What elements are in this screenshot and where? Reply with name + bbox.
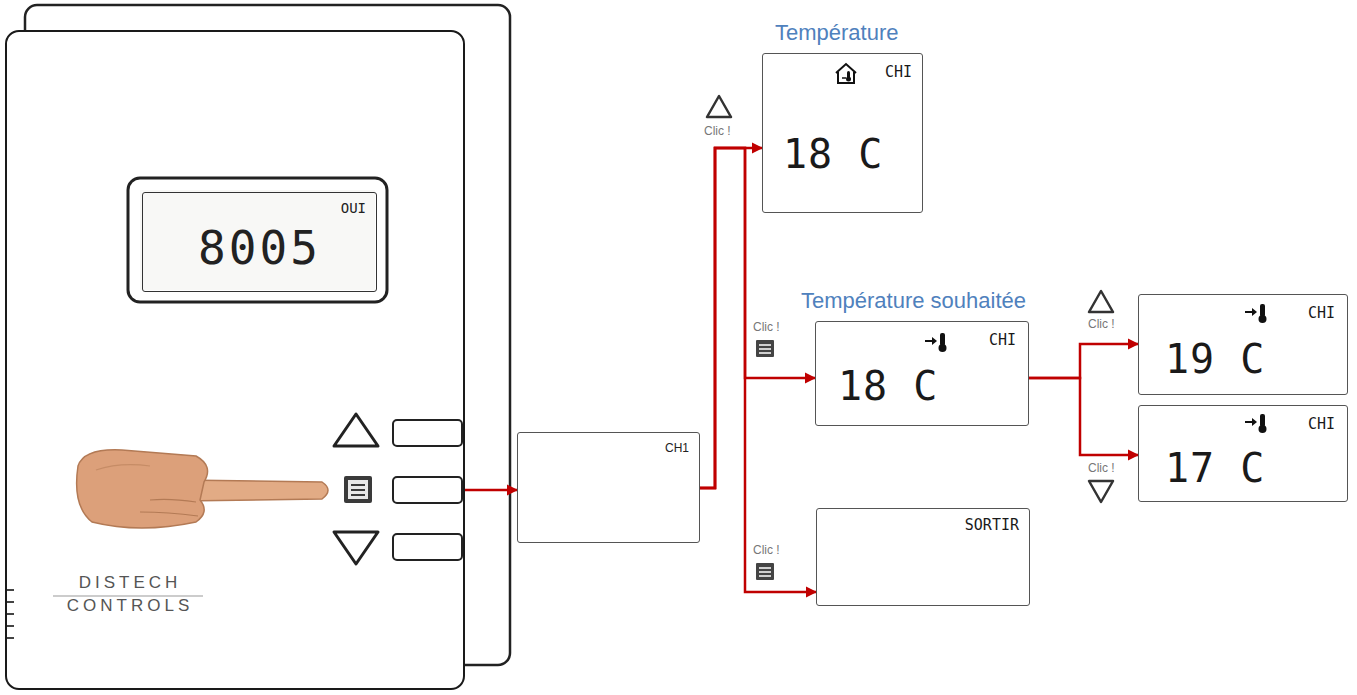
panel-heading: Température souhaitée (801, 288, 1026, 314)
display-panel: CHI 19 C (1138, 294, 1348, 395)
setpoint-icon (925, 333, 947, 352)
lcd-value: 8005 (198, 223, 321, 274)
menu-label: SORTIR (965, 517, 1019, 534)
setpoint-icon (1259, 425, 1267, 433)
hand (150, 499, 196, 502)
menu-symbol (348, 480, 368, 499)
menu-click-icon (756, 563, 774, 580)
menu-click-icon (759, 344, 771, 346)
setpoint-icon (932, 337, 937, 345)
down-click-icon (1089, 481, 1113, 502)
lcd-bezel (128, 178, 387, 302)
brand-logo: DISTECH CONTROLS (55, 572, 205, 618)
flow-arrow (700, 148, 762, 488)
up-click-icon (707, 96, 731, 117)
channel-label: CHI (1308, 305, 1335, 322)
lcd-glass (140, 190, 375, 290)
display-panel: CHI 17 C (1138, 405, 1348, 502)
up-click-icon (1089, 291, 1113, 312)
setpoint-icon (1252, 308, 1257, 316)
vent-slot (7, 613, 14, 615)
edge-label: Clic ! (1087, 318, 1116, 332)
panel-heading: Température (775, 20, 899, 46)
flow-arrow (700, 148, 815, 488)
down-button (393, 534, 462, 560)
temperature-value: 18 C (838, 364, 938, 408)
room-temperature-icon (846, 77, 851, 82)
edge-label: Clic ! (752, 321, 781, 335)
edge-label: Clic ! (752, 544, 781, 558)
channel-label: CHI (989, 332, 1016, 349)
display-panel: Température souhaitéeCHI18 C (815, 321, 1029, 426)
channel-label: CH1 (665, 441, 689, 455)
setpoint-icon (1245, 414, 1267, 433)
hand (77, 450, 208, 528)
room-temperature-icon (836, 64, 856, 83)
menu-click-icon (759, 348, 771, 350)
lcd-status: OUI (341, 201, 366, 216)
menu-symbol (351, 489, 365, 491)
flow-arrow (465, 489, 517, 492)
room-temperature-icon (838, 72, 854, 83)
room-temperature-icon (842, 77, 846, 79)
vent-slot (7, 601, 14, 603)
temperature-value: 17 C (1165, 446, 1265, 490)
up-button (393, 420, 462, 446)
thermostat-housing: DISTECH CONTROLS OUI 8005 (5, 30, 465, 690)
down-arrow-symbol (334, 532, 378, 564)
menu-button (393, 477, 462, 503)
menu-symbol (351, 494, 365, 496)
vent-slot (7, 625, 14, 627)
menu-click-icon (759, 571, 771, 573)
display-panel: TempératureCHI18 C (762, 53, 923, 213)
lcd-screen: OUI 8005 (142, 192, 377, 292)
temperature-value: 19 C (1165, 337, 1265, 381)
setpoint-icon (939, 344, 947, 352)
flow-arrow (1029, 344, 1138, 378)
display-panel: SORTIR (816, 508, 1030, 606)
display-panel: CH1 (517, 432, 700, 543)
setpoint-icon (1259, 315, 1267, 323)
flow-arrow (1029, 378, 1138, 455)
menu-click-icon (759, 567, 771, 569)
room-temperature-icon (836, 64, 856, 73)
menu-click-icon (759, 352, 771, 354)
up-arrow-symbol (334, 414, 378, 446)
flow-arrow (700, 148, 816, 592)
menu-symbol (351, 484, 365, 486)
hand (96, 465, 150, 470)
temperature-value: 18 C (783, 132, 883, 176)
hand (140, 512, 198, 516)
menu-click-icon (759, 575, 771, 577)
setpoint-icon (1245, 304, 1267, 323)
edge-label: Clic ! (703, 125, 732, 139)
channel-label: CHI (885, 64, 912, 81)
vent-slot (7, 637, 14, 639)
menu-symbol (344, 476, 372, 503)
front-panel (5, 30, 465, 690)
channel-label: CHI (1308, 416, 1335, 433)
setpoint-icon (1252, 418, 1257, 426)
vent-slot (7, 589, 14, 591)
menu-click-icon (756, 340, 774, 357)
edge-label: Clic ! (1087, 462, 1116, 476)
